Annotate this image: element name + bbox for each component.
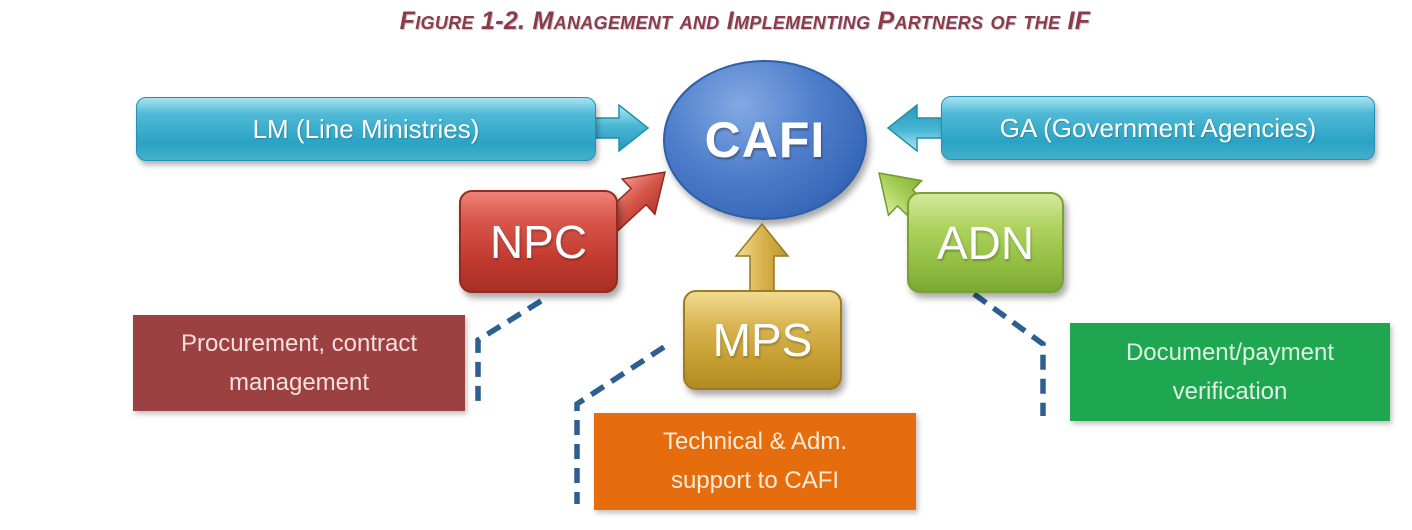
adn-role-box: Document/payment verification [1070, 323, 1390, 421]
ga-banner-label: GA (Government Agencies) [999, 112, 1317, 143]
mps-label: MPS [712, 314, 813, 366]
ga-banner: GA (Government Agencies) [941, 96, 1375, 160]
figure-title: Figure 1-2. Management and Implementing … [399, 7, 1091, 35]
lm-banner-label: LM (Line Ministries) [252, 113, 480, 144]
npc-label: NPC [489, 215, 588, 268]
mps-role-line2: support to CAFI [670, 467, 840, 494]
lm-to-cafi-arrow-icon [592, 103, 650, 153]
adn-role-line1: Document/payment [1125, 338, 1335, 366]
npc-role-box: Procurement, contract management [133, 315, 465, 411]
adn-label: ADN [936, 216, 1035, 269]
npc-role-line1: Procurement, contract [180, 329, 418, 357]
cafi-node: CAFI [663, 60, 867, 220]
cafi-label: CAFI [704, 112, 826, 168]
adn-node: ADN [907, 192, 1064, 293]
mps-role-line1: Technical & Adm. [662, 428, 848, 456]
adn-role-line2: verification [1172, 377, 1288, 405]
mps-node: MPS [683, 290, 842, 390]
lm-banner: LM (Line Ministries) [136, 97, 596, 161]
mps-to-cafi-arrow-icon [734, 222, 790, 293]
mps-role-box: Technical & Adm. support to CAFI [594, 413, 916, 510]
npc-role-connector [475, 298, 543, 408]
ga-to-cafi-arrow-icon [886, 103, 944, 153]
npc-node: NPC [459, 190, 618, 293]
npc-role-line2: management [228, 368, 370, 396]
adn-role-connector [972, 291, 1046, 416]
